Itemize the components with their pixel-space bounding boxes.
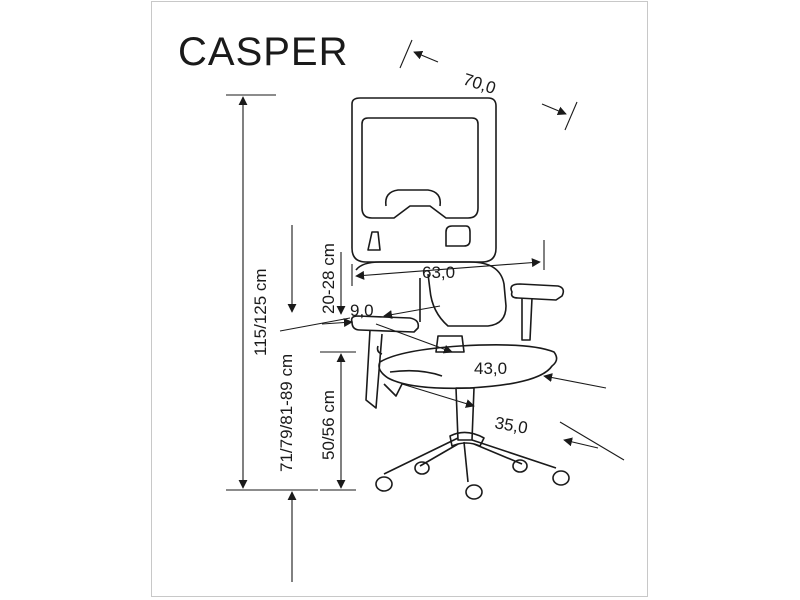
total-height-label: 115/125 cm [251, 268, 270, 356]
seat-height-label: 50/56 cm [319, 390, 338, 460]
product-title: CASPER [178, 30, 349, 74]
depth-dimension [399, 39, 578, 131]
seat-depth-dimension [375, 323, 607, 389]
seat [378, 344, 558, 397]
armrest-height-label: 71/79/81-89 cm [277, 354, 296, 472]
armrest-height-dimension [272, 225, 351, 582]
seat-height-dimension [320, 351, 356, 491]
diagram-frame [151, 1, 648, 597]
width-label: 63,0 [422, 263, 455, 282]
backrest [351, 97, 497, 263]
armrest-dimension [321, 305, 441, 328]
width-dimension [351, 240, 545, 286]
seat-width-dimension [401, 383, 625, 461]
dimension-lines [226, 39, 625, 582]
star-base [383, 431, 557, 483]
chair-outline [350, 97, 570, 500]
seat-depth-label: 43,0 [474, 359, 507, 378]
right-armrest [510, 283, 565, 341]
backrest-adjust-label: 20-28 cm [319, 243, 338, 314]
depth-label: 70,0 [461, 70, 498, 98]
seat-width-label: 35,0 [493, 413, 529, 437]
left-armrest [350, 315, 420, 409]
total-height-dimension [226, 94, 276, 491]
casters [375, 459, 570, 500]
armrest-label: 9,0 [350, 301, 374, 320]
